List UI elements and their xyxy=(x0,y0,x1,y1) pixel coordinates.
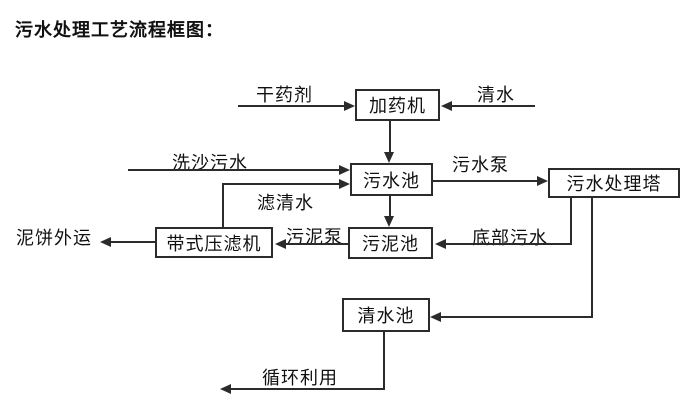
node-dosing-machine: 加药机 xyxy=(355,89,440,121)
flow-label-filtered-water: 滤清水 xyxy=(257,193,314,213)
tower-to-clean-vline xyxy=(591,198,593,318)
node-clean-water-pool: 清水池 xyxy=(342,298,430,332)
recycle-vline xyxy=(383,332,385,390)
dry-agent-arrowhead xyxy=(344,101,355,111)
flow-label-mud-cake-out: 泥饼外运 xyxy=(16,228,92,248)
recycle-line xyxy=(231,388,385,390)
flow-label-recycle-use: 循环利用 xyxy=(262,368,338,388)
filtered-water-vline xyxy=(222,183,224,227)
dosing-to-sewage-line xyxy=(389,121,391,153)
flow-label-sand-washing-sewage: 洗沙污水 xyxy=(172,153,248,173)
bottom-sewage-vline xyxy=(570,198,572,245)
dry-agent-line xyxy=(238,105,344,107)
dosing-to-sewage-arrowhead xyxy=(384,152,394,163)
sewage-pump-arrowhead xyxy=(537,176,548,186)
flow-label-dry-agent: 干药剂 xyxy=(256,85,313,105)
filtered-water-line xyxy=(222,183,339,185)
flow-label-bottom-sewage: 底部污水 xyxy=(472,228,548,248)
page-title: 污水处理工艺流程框图： xyxy=(15,20,224,40)
node-sewage-pool: 污水池 xyxy=(350,163,433,196)
mud-cake-out-line xyxy=(111,241,155,243)
flow-label-sewage-pump: 污水泵 xyxy=(452,155,509,175)
flow-label-sludge-pump: 污泥泵 xyxy=(286,227,343,247)
sludge-pump-arrowhead xyxy=(275,239,286,249)
sand-washing-sewage-arrowhead xyxy=(339,165,350,175)
sewage-to-sludge-arrowhead xyxy=(384,216,394,227)
node-sludge-pool: 污泥池 xyxy=(348,227,433,259)
node-sewage-treatment-tower: 污水处理塔 xyxy=(548,168,680,198)
mud-cake-out-arrowhead xyxy=(100,237,111,247)
sewage-to-sludge-line xyxy=(389,196,391,217)
recycle-arrowhead xyxy=(220,384,231,394)
clean-water-arrowhead xyxy=(441,101,452,111)
sludge-pump-line xyxy=(284,243,348,245)
sand-washing-sewage-line xyxy=(128,169,339,171)
tower-to-clean-line xyxy=(441,316,593,318)
bottom-sewage-arrowhead xyxy=(435,239,446,249)
flow-label-clean-water: 清水 xyxy=(477,85,515,105)
sewage-pump-line xyxy=(433,180,537,182)
tower-to-clean-arrowhead xyxy=(430,312,441,322)
clean-water-line xyxy=(452,105,535,107)
filtered-water-arrowhead xyxy=(339,179,350,189)
node-belt-filter-press: 带式压滤机 xyxy=(155,227,273,258)
bottom-sewage-line xyxy=(446,243,572,245)
